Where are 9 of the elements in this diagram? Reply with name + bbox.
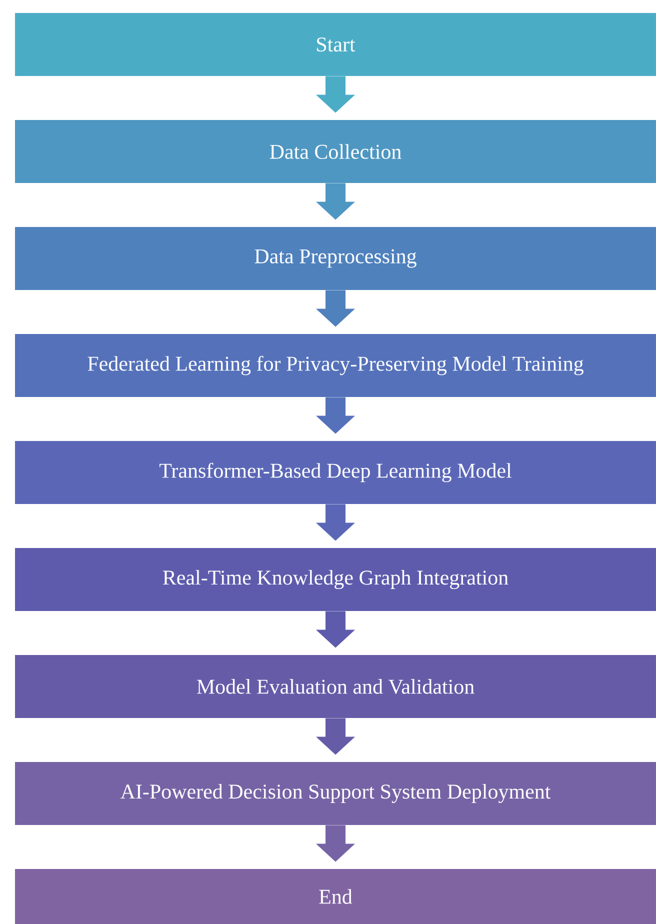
process-box: AI-Powered Decision Support System Deployment [15,762,656,825]
process-box: Data Preprocessing [15,227,656,290]
process-box: Federated Learning for Privacy-Preserving Model Training [15,334,656,397]
process-box: Model Evaluation and Validation [15,655,656,718]
process-box: End [15,869,656,924]
process-box: Transformer-Based Deep Learning Model [15,441,656,504]
process-box: Start [15,13,656,76]
process-box: Data Collection [15,120,656,183]
process-box: Real-Time Knowledge Graph Integration [15,548,656,611]
